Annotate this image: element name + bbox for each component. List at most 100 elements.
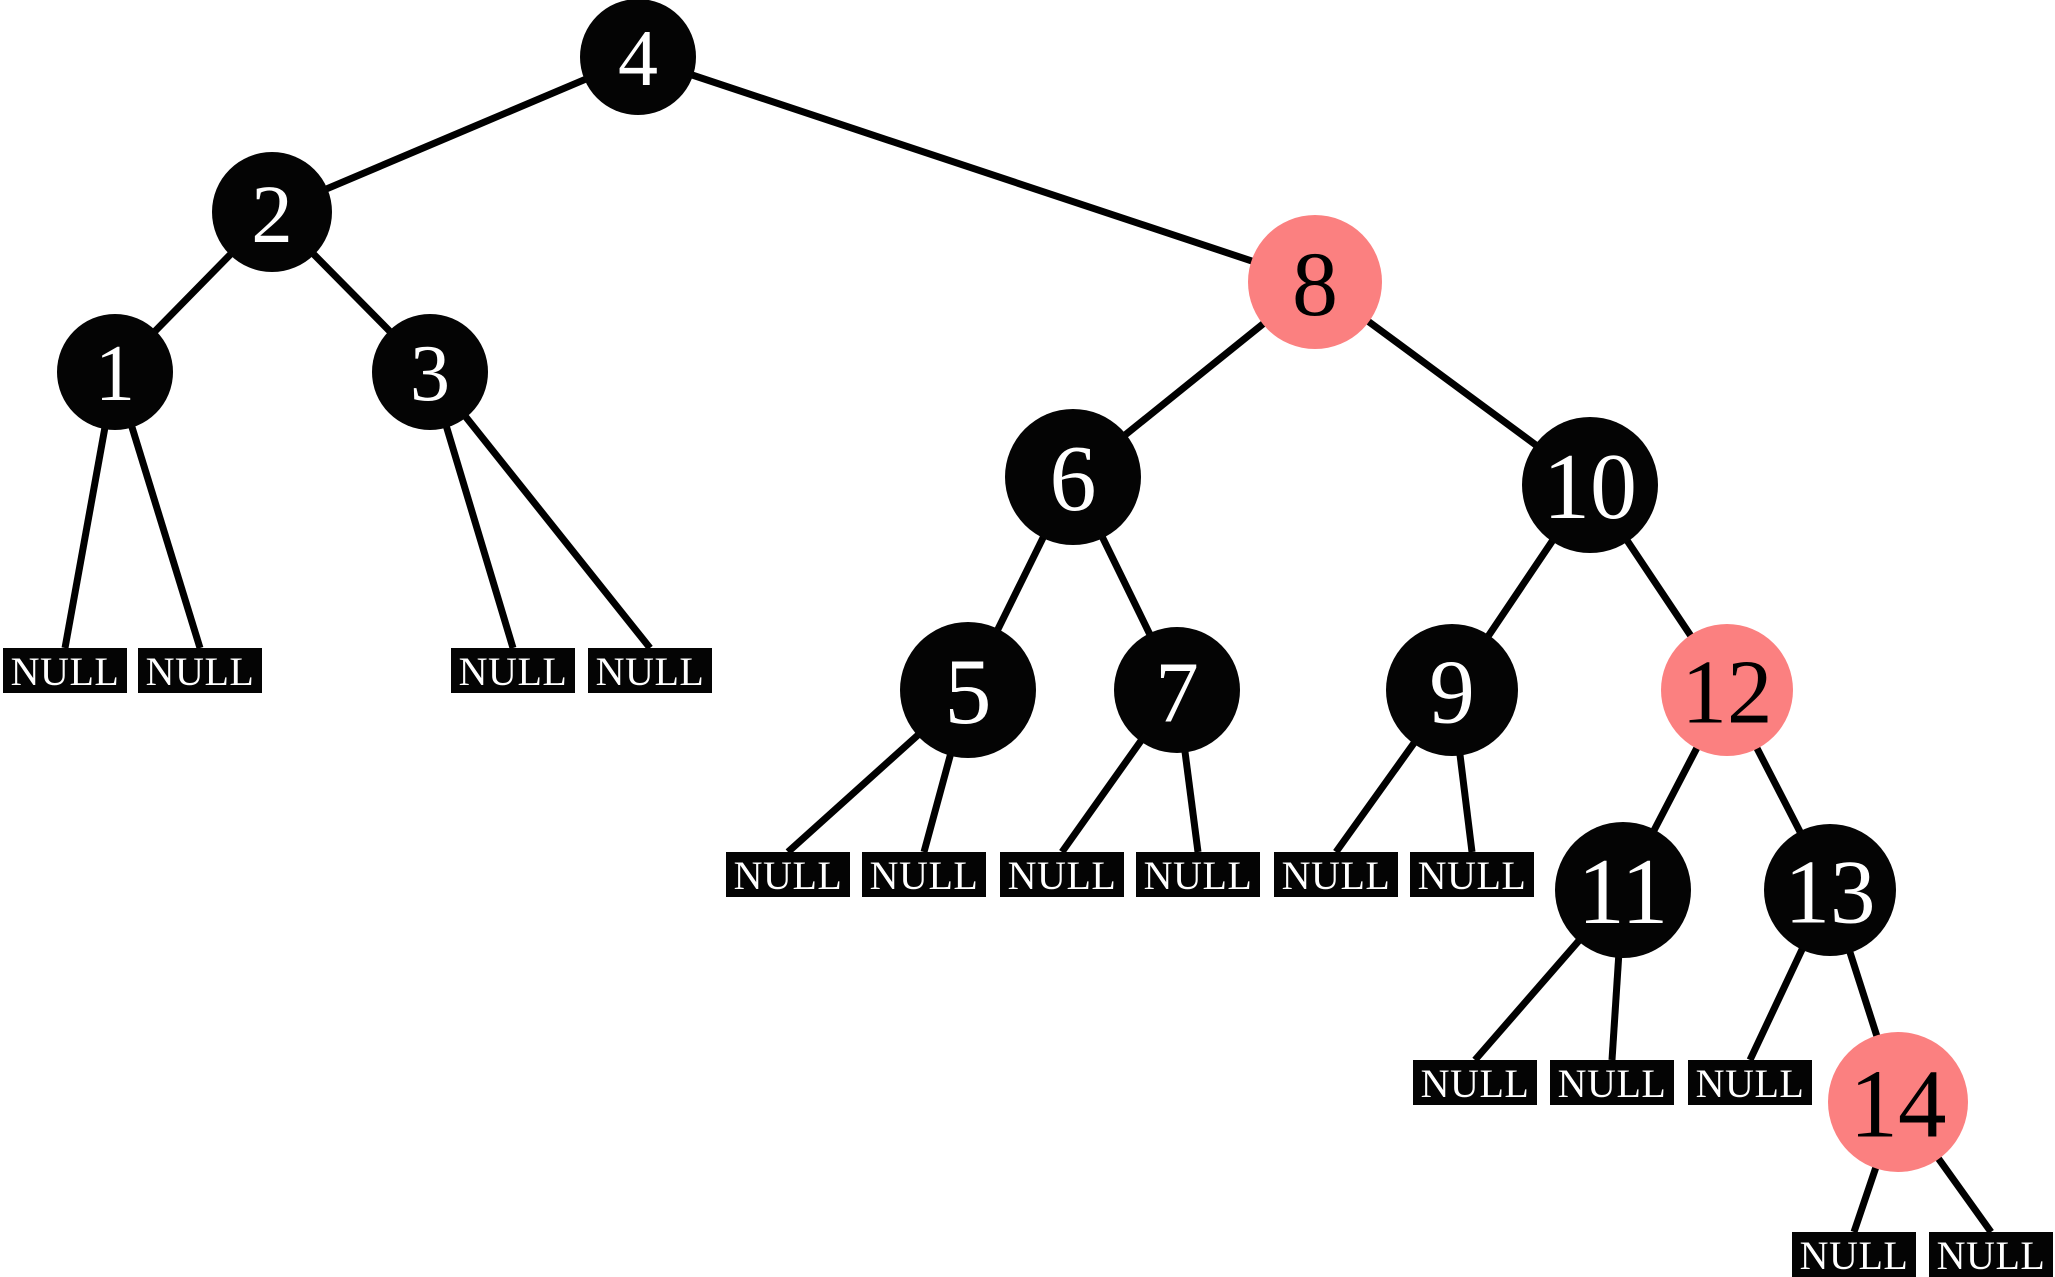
tree-edge	[1059, 730, 1150, 855]
tree-edge	[1455, 743, 1476, 853]
null-leaf-box	[588, 648, 712, 693]
null-leaf-label: NULL	[734, 853, 843, 898]
null-leaf-box	[1136, 852, 1260, 897]
red-node-circle	[1828, 1032, 1968, 1172]
tree-node-10[interactable]: 10	[1522, 417, 1658, 553]
black-node-circle	[372, 314, 488, 430]
null-leaf[interactable]: NULL	[1410, 852, 1534, 898]
tree-node-label: 2	[251, 168, 293, 260]
null-leaf-label: NULL	[1937, 1233, 2046, 1277]
null-leaf[interactable]: NULL	[451, 648, 575, 694]
tree-node-5[interactable]: 5	[900, 622, 1036, 758]
null-leaf-label: NULL	[1696, 1061, 1805, 1106]
tree-node-1[interactable]: 1	[57, 314, 173, 430]
tree-edge	[1333, 731, 1424, 855]
tree-edge	[315, 72, 596, 197]
null-leaf-box	[451, 648, 575, 693]
tree-edge	[304, 244, 400, 341]
null-leaf-label: NULL	[596, 649, 705, 694]
tree-node-6[interactable]: 6	[1005, 409, 1141, 545]
null-leaf-box	[138, 648, 262, 693]
null-leaf-label: NULL	[1800, 1233, 1909, 1277]
red-node-circle	[1248, 215, 1382, 349]
tree-edge	[1746, 937, 1811, 1062]
tree-node-13[interactable]: 13	[1764, 824, 1896, 956]
null-leaf-label: NULL	[459, 649, 568, 694]
tree-edge	[61, 418, 110, 649]
tree-edge	[785, 724, 929, 855]
null-leaf[interactable]: NULL	[726, 852, 850, 898]
tree-node-label: 7	[1155, 644, 1199, 741]
tree-node-label: 10	[1543, 435, 1637, 539]
null-leaf-label: NULL	[1558, 1061, 1667, 1106]
tree-node-label: 1	[95, 330, 135, 418]
null-leaf[interactable]: NULL	[1274, 852, 1398, 898]
red-node-circle	[1661, 624, 1793, 756]
black-node-circle	[1386, 624, 1518, 756]
null-leaf[interactable]: NULL	[1413, 1060, 1537, 1106]
tree-edge	[1645, 736, 1706, 843]
null-leaf[interactable]: NULL	[1929, 1232, 2053, 1277]
null-leaf-box	[1929, 1232, 2053, 1277]
tree-edge	[989, 525, 1052, 642]
tree-edge	[1748, 736, 1809, 844]
tree-node-label: 12	[1682, 642, 1773, 743]
null-leaf-label: NULL	[1421, 1061, 1530, 1106]
tree-edge	[456, 407, 653, 651]
null-leaf[interactable]: NULL	[1688, 1060, 1812, 1106]
black-node-circle	[57, 314, 173, 430]
tree-node-label: 6	[1050, 427, 1097, 531]
tree-node-label: 5	[945, 640, 992, 744]
edges-layer	[61, 68, 1994, 1235]
tree-edge	[1472, 929, 1590, 1063]
black-node-circle	[212, 152, 332, 272]
null-leaf-box	[3, 648, 127, 693]
tree-node-label: 14	[1850, 1051, 1947, 1158]
tree-edge	[1850, 1155, 1883, 1234]
tree-edge	[1618, 529, 1700, 647]
null-leaf[interactable]: NULL	[1000, 852, 1124, 898]
tree-node-14[interactable]: 14	[1828, 1032, 1968, 1172]
tree-edge	[1180, 740, 1202, 853]
null-leaf[interactable]: NULL	[862, 852, 986, 898]
black-node-circle	[900, 622, 1036, 758]
tree-edge	[920, 742, 957, 853]
null-leaves-layer: NULL NULL NULL NULL NULL NULL NULL NULL NULL NULL…	[3, 648, 2053, 1277]
null-leaf[interactable]: NULL	[1792, 1232, 1916, 1277]
null-leaf[interactable]: NULL	[3, 648, 127, 694]
tree-node-3[interactable]: 3	[372, 314, 488, 430]
tree-edge	[1843, 940, 1884, 1049]
null-leaf-box	[1688, 1060, 1812, 1105]
null-leaf-label: NULL	[1418, 853, 1527, 898]
null-leaf-label: NULL	[11, 649, 120, 694]
null-leaf-label: NULL	[1282, 853, 1391, 898]
tree-node-label: 11	[1578, 840, 1669, 944]
null-leaf[interactable]: NULL	[588, 648, 712, 694]
null-leaf-box	[1410, 852, 1534, 897]
tree-edge	[1928, 1146, 1994, 1235]
null-leaf-box	[1550, 1060, 1674, 1105]
tree-node-label: 8	[1292, 233, 1338, 335]
black-node-circle	[580, 0, 696, 115]
tree-node-9[interactable]: 9	[1386, 624, 1518, 756]
null-leaf[interactable]: NULL	[1550, 1060, 1674, 1106]
tree-edge	[1114, 313, 1275, 445]
tree-node-8[interactable]: 8	[1248, 215, 1382, 349]
tree-node-4[interactable]: 4	[580, 0, 696, 115]
tree-edge	[1094, 525, 1158, 646]
null-leaf[interactable]: NULL	[138, 648, 262, 694]
tree-node-7[interactable]: 7	[1114, 627, 1240, 753]
black-node-circle	[1114, 627, 1240, 753]
tree-node-11[interactable]: 11	[1555, 822, 1691, 958]
tree-edge	[1357, 311, 1548, 455]
tree-node-label: 9	[1429, 642, 1475, 743]
tree-node-12[interactable]: 12	[1661, 624, 1793, 756]
tree-node-label: 4	[618, 15, 658, 103]
black-node-circle	[1522, 417, 1658, 553]
null-leaf[interactable]: NULL	[1136, 852, 1260, 898]
tree-node-2[interactable]: 2	[212, 152, 332, 272]
black-node-circle	[1555, 822, 1691, 958]
